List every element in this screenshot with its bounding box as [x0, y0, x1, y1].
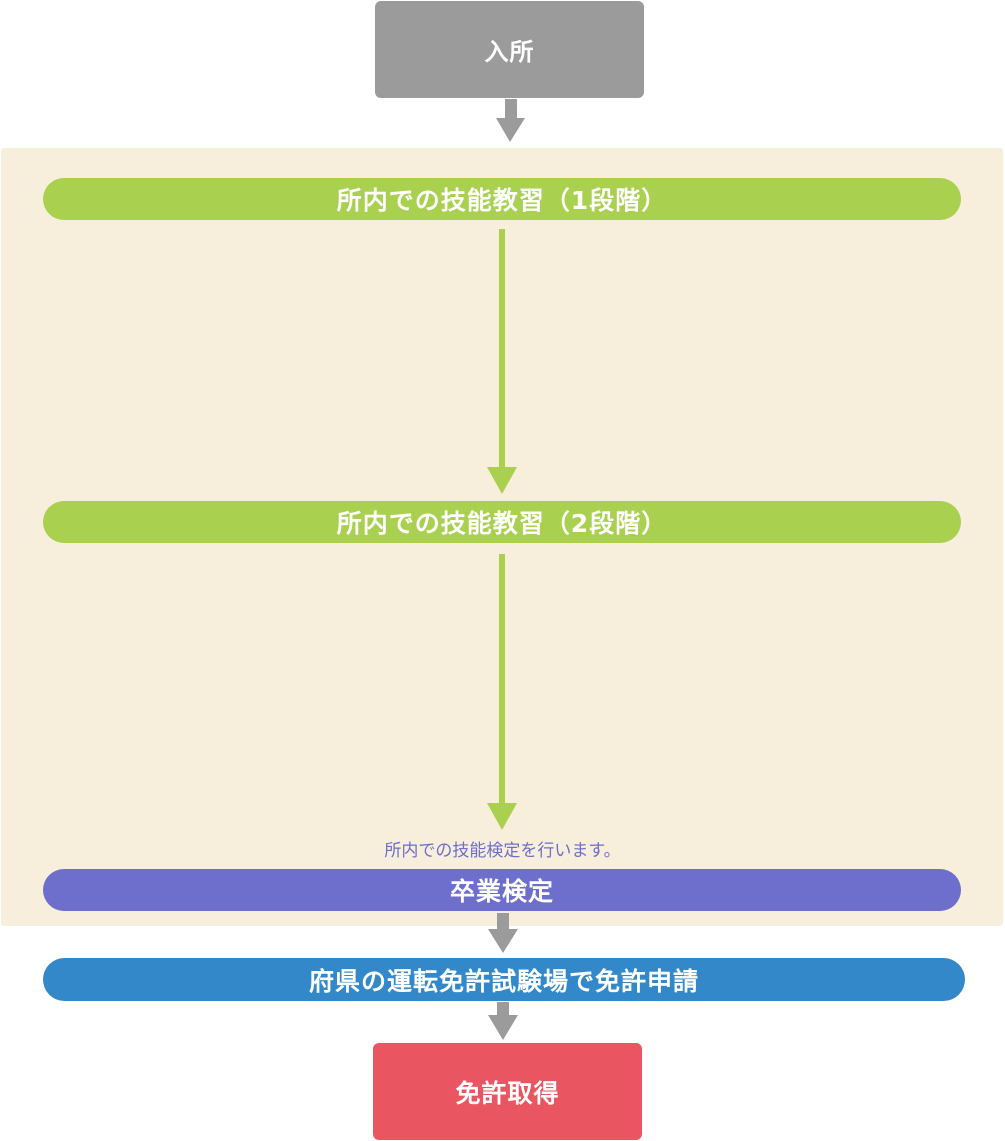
end-node-license-acquired: 免許取得 [373, 1043, 642, 1140]
arrow-apply-to-end [488, 1002, 518, 1040]
step-node-graduation-exam: 卒業検定 [43, 869, 961, 911]
arrow-stage2-to-exam [487, 554, 517, 830]
step-node-license-application: 府県の運転免許試験場で免許申請 [43, 958, 965, 1001]
step-node-stage1-training: 所内での技能教習（1段階） [43, 178, 961, 220]
arrow-start-to-stage1 [496, 99, 525, 142]
start-node-admission: 入所 [375, 1, 644, 98]
arrow-stage1-to-stage2 [487, 229, 517, 494]
arrow-exam-to-apply [488, 913, 518, 953]
exam-note: 所内での技能検定を行います。 [384, 841, 621, 861]
step-node-stage2-training: 所内での技能教習（2段階） [43, 501, 961, 543]
